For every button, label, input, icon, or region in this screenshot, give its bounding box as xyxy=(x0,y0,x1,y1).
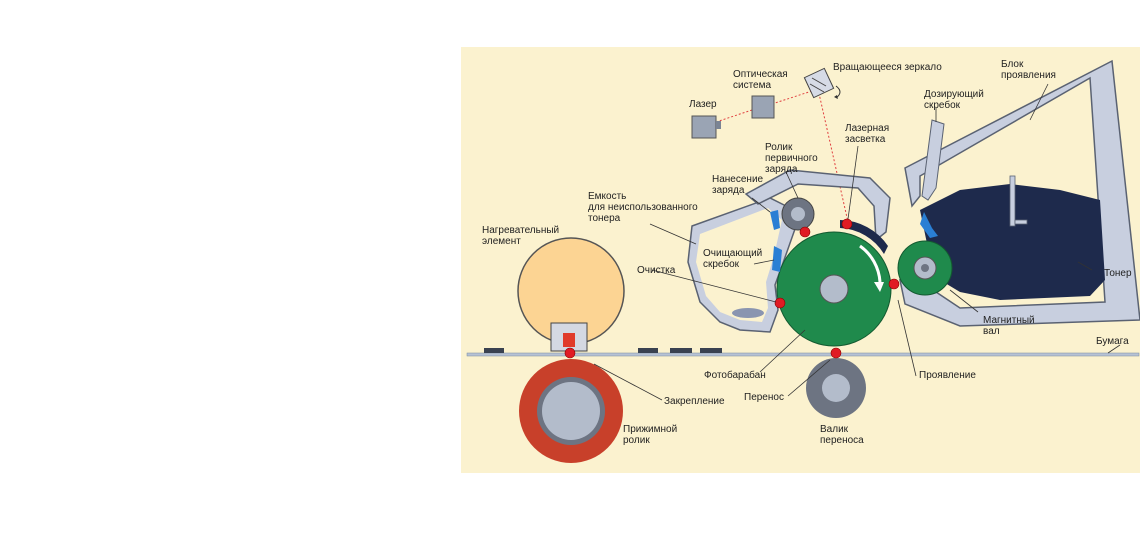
metering-blade xyxy=(920,119,945,238)
cleaning-blade xyxy=(772,246,782,272)
contact-point-development xyxy=(888,278,900,290)
optical-system-icon xyxy=(751,95,775,119)
photodrum xyxy=(776,220,892,347)
pressure-roller xyxy=(519,359,623,463)
contact-point-cleaning xyxy=(774,297,786,309)
label-laser: Лазер xyxy=(689,99,717,110)
waste-toner-housing xyxy=(687,197,796,333)
charge-blade xyxy=(770,210,780,230)
magnetic-roller xyxy=(897,240,953,296)
contact-point-transfer xyxy=(830,347,842,359)
toner-mass xyxy=(920,184,1105,300)
heating-element xyxy=(517,237,625,352)
rotating-mirror-icon xyxy=(803,67,841,99)
contact-point-exposure xyxy=(841,218,853,230)
leader-lines xyxy=(593,83,1121,401)
label-transfer: Перенос xyxy=(744,392,784,403)
label-toner: Тонер xyxy=(1104,268,1132,279)
label-paper: Бумага xyxy=(1096,336,1129,347)
primary-charge-roller xyxy=(781,197,815,231)
toner-particles xyxy=(484,348,722,353)
contact-point-charge xyxy=(799,226,811,238)
label-photodrum: Фотобарабан xyxy=(704,369,766,381)
label-rotating-mirror: Вращающееся зеркало xyxy=(833,62,942,73)
contact-point-fusing xyxy=(564,347,576,359)
label-development: Проявление xyxy=(919,370,976,381)
developer-housing xyxy=(899,59,1140,327)
contact-points xyxy=(564,218,900,359)
transfer-roller xyxy=(806,358,866,418)
paper-sheet xyxy=(466,352,1140,357)
laser-icon xyxy=(691,115,721,139)
label-cleaning: Очистка xyxy=(637,265,676,276)
label-fusing: Закрепление xyxy=(664,396,725,407)
